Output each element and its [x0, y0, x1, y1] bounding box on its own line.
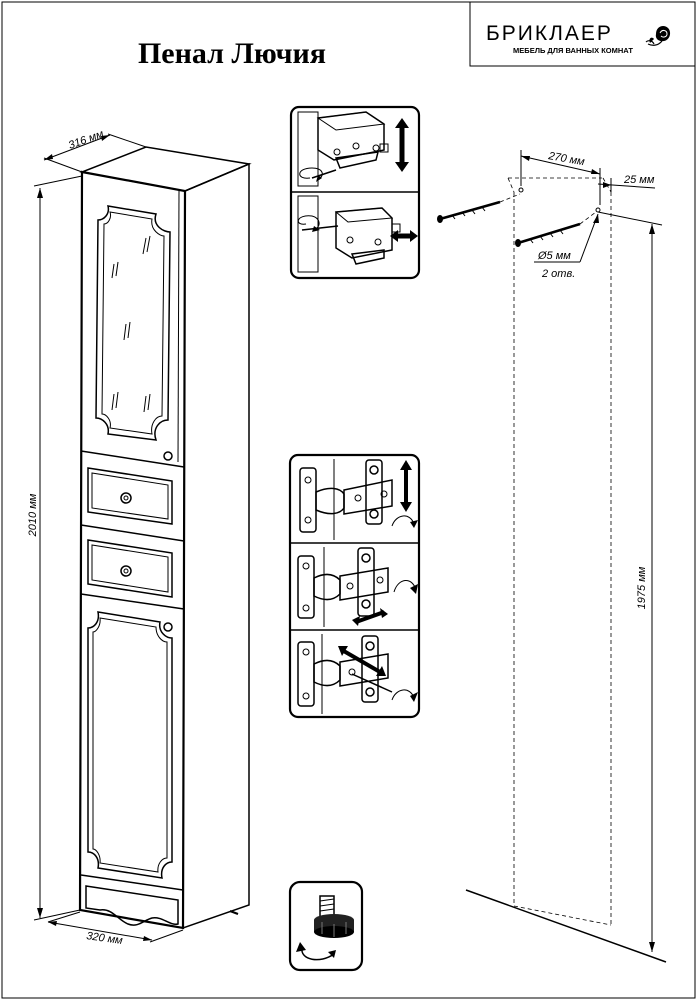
- cabinet-side: [182, 162, 250, 930]
- lower-door-knob: [163, 622, 173, 632]
- wall-screw-lower: [515, 222, 581, 247]
- wall-screw-upper: [437, 200, 501, 223]
- edge-offset-dimension-label: 25 мм: [623, 174, 655, 186]
- mount-hole-left: [518, 187, 524, 193]
- glass-reflection: [111, 235, 151, 413]
- upper-door-knob: [163, 451, 173, 461]
- cabinet-drawing: [78, 146, 252, 930]
- drawer-bottom-knob: [120, 565, 132, 577]
- lower-door-panel: [87, 611, 173, 879]
- logo-frame: [469, 1, 696, 67]
- brand-logo: БРИКЛАЕР МЕБЕЛЬ ДЛЯ ВАННЫХ КОМНАТ: [469, 1, 696, 67]
- hinge-adjust-panel: [288, 453, 421, 719]
- hinge-depth-adjust-icon: [297, 547, 418, 627]
- cabinet-front: [78, 170, 187, 930]
- page-title: Пенал Лючия: [138, 37, 326, 70]
- leveling-foot-icon: [288, 880, 364, 972]
- drawer-top-front: [87, 467, 173, 525]
- hinge-side-adjust-icon: [297, 634, 418, 714]
- floor-line: [465, 889, 667, 963]
- hinge-panel-frame: [288, 453, 421, 719]
- hole-diameter-label: Ø5 мм: [537, 250, 571, 262]
- screw-adjust-icon: [297, 111, 409, 187]
- latch-adjust-panel: [289, 105, 421, 280]
- brand-tagline: МЕБЕЛЬ ДЛЯ ВАННЫХ КОМНАТ: [513, 46, 633, 55]
- drawer-top-knob: [120, 492, 132, 504]
- brand-name: БРИКЛАЕР: [486, 22, 613, 45]
- height-dimension-label: 2010 мм: [27, 493, 39, 537]
- rose-icon: [645, 26, 671, 46]
- screw-adjust-icon: [297, 195, 418, 273]
- glass-door-panel: [95, 205, 171, 441]
- wall-mount-diagram: 270 мм 25 мм Ø5 мм 2 отв. 1975 мм: [437, 150, 667, 963]
- mount-height-dimension-label: 1975 мм: [636, 566, 648, 609]
- cabinet-top: [79, 146, 252, 192]
- depth-dimension-label: 316 мм: [67, 128, 106, 152]
- drawer-bottom-front: [87, 539, 173, 598]
- hole-count-label: 2 отв.: [541, 268, 575, 280]
- hinge-vertical-adjust-icon: [299, 459, 418, 540]
- mount-hole-right: [595, 207, 601, 213]
- spacing-dimension-label: 270 мм: [546, 150, 585, 168]
- leveler-panel-frame: [288, 880, 364, 972]
- width-dimension-label: 320 мм: [86, 930, 124, 947]
- cabinet-plinth: [85, 885, 179, 926]
